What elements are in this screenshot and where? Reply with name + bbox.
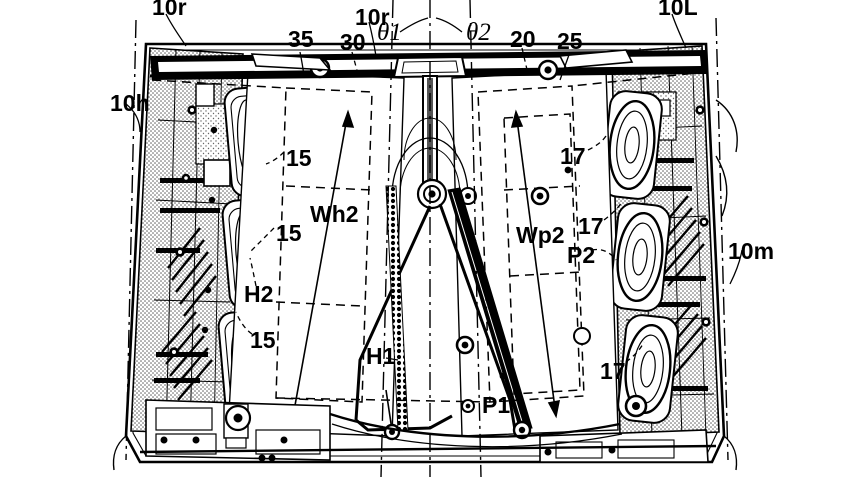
dashed-construction-lines xyxy=(151,71,707,403)
dimension-arrows xyxy=(287,109,561,431)
beaded-strips xyxy=(385,185,533,431)
reference-label-15-upper: 15 xyxy=(286,145,312,171)
dimension-label-P1: P1 xyxy=(482,392,511,418)
reference-label-17-upper: 17 xyxy=(560,143,586,169)
reference-label-10h: 10h xyxy=(110,90,150,116)
reference-label-35: 35 xyxy=(288,26,314,52)
dimension-label-P2: P2 xyxy=(567,242,596,268)
reference-label-30: 30 xyxy=(340,29,366,55)
bottom-fasteners xyxy=(461,394,648,418)
reference-label-10m: 10m xyxy=(728,238,775,264)
reference-label-17-lower: 17 xyxy=(600,358,626,384)
bottom-mechanism xyxy=(139,399,717,463)
dimension-label-H2: H2 xyxy=(244,281,274,307)
center-fasteners xyxy=(383,166,591,441)
reference-label-10r: 10r xyxy=(355,4,390,30)
center-line xyxy=(125,0,729,477)
dimension-label-Wp2: Wp2 xyxy=(516,222,565,248)
left-band-fasteners xyxy=(169,105,218,357)
heatsink-fins-left xyxy=(161,227,217,401)
angle-label-theta1: θ1 xyxy=(377,19,402,46)
reference-label-15-middle: 15 xyxy=(276,220,302,246)
reference-label-10r-top-left: 10r xyxy=(152,0,187,20)
reference-label-10L-top-right: 10L xyxy=(658,0,698,20)
dimension-label-H1: H1 xyxy=(366,343,396,369)
leader-lines xyxy=(125,13,743,399)
corner-sweeps xyxy=(112,99,738,471)
reference-label-25: 25 xyxy=(557,28,583,54)
dimension-label-Wh2: Wh2 xyxy=(310,201,359,227)
reference-label-20: 20 xyxy=(510,26,536,52)
angle-label-theta2: θ2 xyxy=(466,19,491,46)
reference-label-15-lower: 15 xyxy=(250,327,276,353)
hinge-eyelet-right xyxy=(537,59,559,81)
reference-label-17-middle: 17 xyxy=(578,213,604,239)
